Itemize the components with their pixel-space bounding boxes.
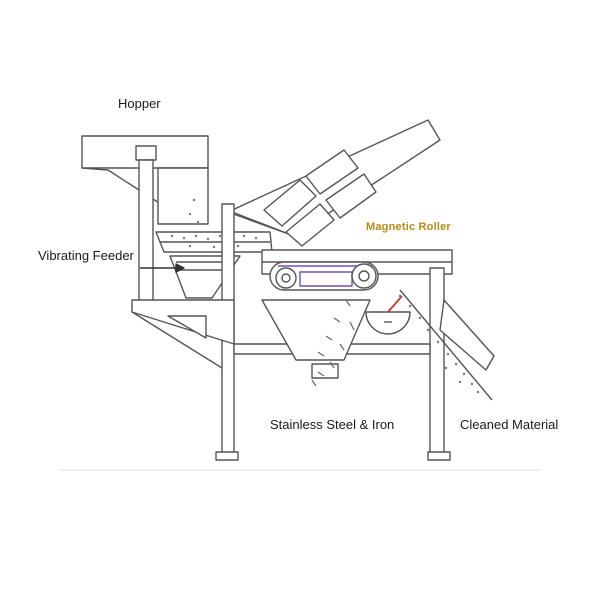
- feed-material: [170, 198, 258, 249]
- separator-hood: [227, 119, 441, 247]
- label-vibrating-feeder: Vibrating Feeder: [38, 248, 134, 263]
- clean-particles: [398, 294, 480, 394]
- label-cleaned-material: Cleaned Material: [460, 417, 559, 432]
- label-magnetic-roller: Magnetic Roller: [366, 221, 451, 233]
- cleaned-material-ramp: [399, 289, 495, 401]
- label-stainless-steel-iron: Stainless Steel & Iron: [270, 417, 395, 432]
- label-hopper: Hopper: [118, 96, 161, 111]
- ferrous-particles: [311, 299, 355, 387]
- support-column: [135, 145, 157, 311]
- magnetic-roller-belt: [269, 261, 379, 291]
- splitter-gate: [365, 295, 411, 335]
- discharge-chute: [261, 299, 371, 379]
- vibrating-feeder: [140, 231, 273, 299]
